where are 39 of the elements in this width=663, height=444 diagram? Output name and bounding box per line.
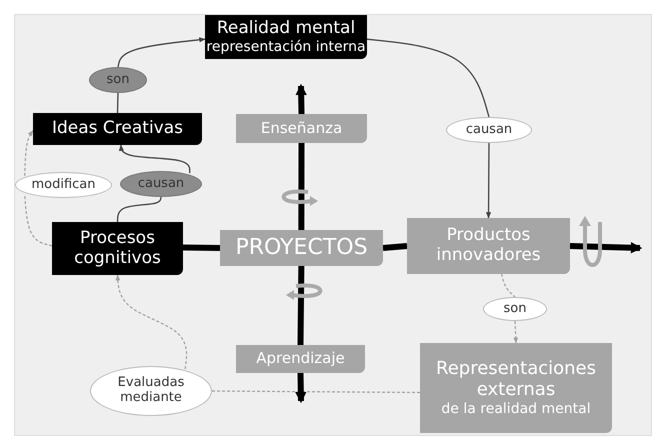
node-title: Procesos cognitivos (73, 228, 162, 268)
concept-box (205, 15, 367, 59)
node-title: causan (466, 122, 512, 138)
connector-line (24, 194, 52, 246)
thick-arrow (570, 242, 642, 254)
node-title: causan (138, 176, 184, 192)
concept-box (33, 113, 202, 145)
node-title: Representaciones externas (435, 359, 597, 401)
arrow (118, 144, 190, 174)
thick-arrow (295, 372, 307, 404)
concept-box (420, 343, 612, 433)
connector-line (116, 92, 119, 114)
concept-box (236, 345, 365, 373)
arrow (116, 274, 188, 370)
concept-box (220, 230, 383, 266)
connector-line (116, 196, 162, 222)
arrow (117, 37, 206, 68)
arrow (513, 320, 518, 344)
node-title: son (504, 302, 526, 316)
node-subtitle: de la realidad mental (441, 400, 591, 417)
node-title: PROYECTOS (235, 235, 368, 261)
node-subtitle: representación interna (206, 38, 366, 55)
connector-line (366, 38, 490, 118)
node-title: Ideas Creativas (52, 119, 184, 139)
concept-box (236, 114, 367, 143)
node-title: Productos innovadores (435, 226, 542, 266)
node-title: Aprendizaje (256, 350, 345, 368)
connector-line (212, 390, 420, 394)
concept-box (52, 222, 183, 275)
arrow (24, 130, 34, 176)
arrow (486, 143, 492, 219)
connector-line (500, 274, 516, 298)
thick-arrow (295, 84, 307, 114)
node-title: Realidad mental (216, 19, 356, 39)
node-title: Evaluadas mediante (116, 376, 186, 406)
node-title: son (106, 72, 130, 88)
node-title: Enseñanza (260, 120, 342, 138)
node-title: modifican (31, 178, 96, 192)
concept-box (407, 218, 570, 274)
